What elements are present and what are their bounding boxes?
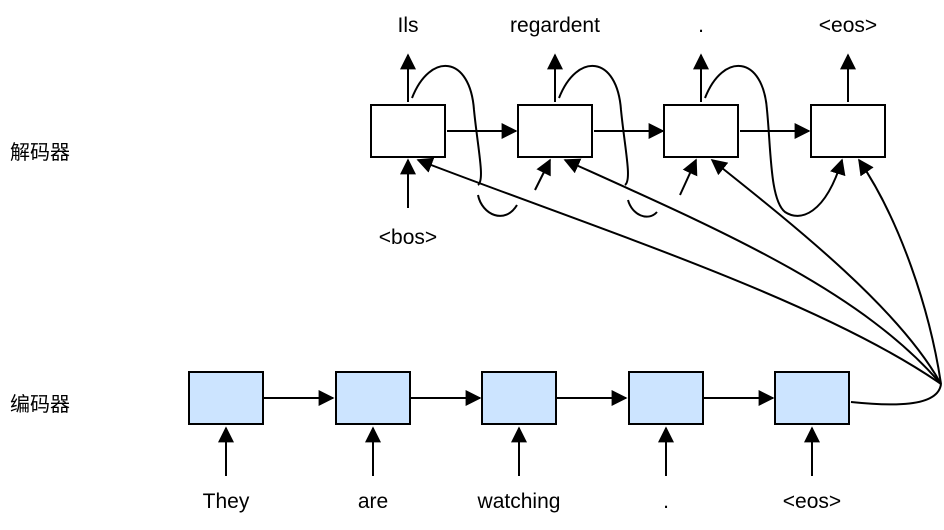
context-arrow (563, 158, 942, 385)
encoder-input-token: . (663, 490, 669, 513)
encoder-input-token: watching (477, 490, 561, 513)
context-arrow (858, 158, 942, 385)
encoder-label: 编码器 (10, 392, 70, 416)
encoder-cell (335, 371, 411, 425)
encoder-cell (628, 371, 704, 425)
decoder-cell (663, 104, 739, 158)
feedback-loop (558, 64, 629, 186)
decoder-output-token: regardent (510, 14, 600, 37)
feedback-loop (411, 64, 482, 186)
encoder-cell (188, 371, 264, 425)
feedback-loop (534, 158, 551, 191)
context-arrow (710, 159, 942, 385)
encoder-cell (774, 371, 850, 425)
decoder-label: 解码器 (10, 140, 70, 164)
encoder-cell (481, 371, 557, 425)
decoder-cell (370, 104, 446, 158)
decoder-output-token: <eos> (818, 14, 878, 37)
decoder-input-token: <bos> (378, 226, 438, 249)
encoder-input-token: <eos> (782, 490, 842, 513)
feedback-loop (704, 64, 846, 217)
decoder-output-token: . (698, 14, 704, 37)
context-arrow (416, 157, 942, 385)
feedback-loop (627, 199, 658, 218)
feedback-loop (477, 194, 518, 217)
decoder-cell (517, 104, 593, 158)
decoder-cell (810, 104, 886, 158)
decoder-output-token: Ils (397, 14, 419, 37)
encoder-input-token: are (357, 490, 389, 513)
context-link (850, 383, 942, 406)
feedback-loop (679, 158, 698, 196)
encoder-input-token: They (202, 490, 250, 513)
